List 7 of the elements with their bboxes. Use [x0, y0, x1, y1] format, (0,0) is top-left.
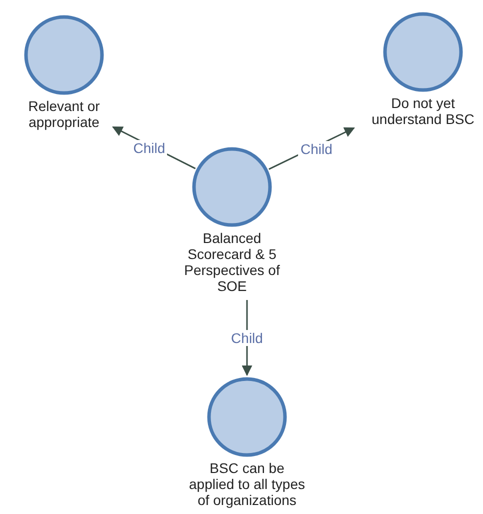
edge-label: Child: [131, 140, 168, 156]
edge-label: Child: [298, 140, 334, 157]
node-label: Relevant or appropriate: [27, 98, 101, 130]
node-label: Do not yet understand BSC: [370, 95, 476, 127]
node-label: BSC can be applied to all types of organizations: [188, 460, 306, 508]
edge-label: Child: [229, 330, 265, 346]
node-label: Balanced Scorecard & 5 Perspectives of SOE: [183, 230, 281, 294]
